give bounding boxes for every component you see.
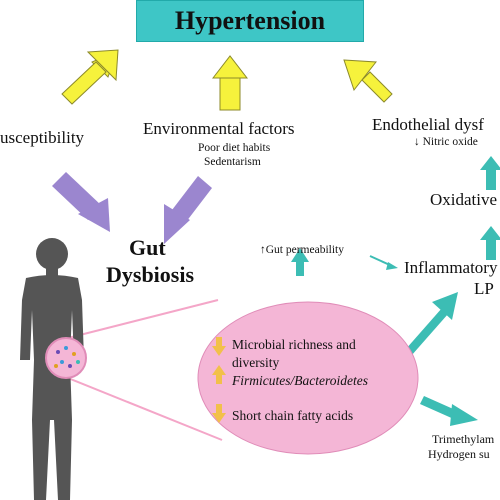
susceptibility-label: usceptibility (0, 128, 85, 147)
gut-bacteria-dots (54, 346, 80, 368)
teal-arrow-up-gut-permeability (291, 248, 309, 276)
human-silhouette (20, 238, 84, 500)
short-chain-fatty-acids: Short chain fatty acids (232, 408, 354, 423)
metabolite-1: Trimethylam (432, 432, 495, 446)
environmental-factors-heading: Environmental factors (143, 119, 295, 138)
down-arrow-icon: ↓ (414, 136, 423, 148)
yellow-arrow-left-body (61, 49, 119, 105)
environmental-item-1: Poor diet habits (198, 142, 271, 154)
down-arrow-scfa (212, 404, 226, 423)
inflammatory-label: Inflammatory (404, 258, 498, 277)
teal-arrow-permeability-to-inflammatory (369, 255, 398, 270)
connector-bottom (67, 377, 223, 441)
firmicutes-bacteroidetes: Firmicutes/Bacteroidetes (232, 373, 368, 388)
yellow-arrow-right (343, 59, 393, 103)
metabolite-2: Hydrogen su (428, 447, 490, 461)
yellow-arrow-center (211, 55, 249, 111)
purple-arrow-right (164, 176, 212, 244)
lps-label: LP (474, 279, 494, 298)
teal-arrow-up-to-endothelial (480, 156, 500, 190)
up-arrow-firmicutes (212, 365, 226, 384)
purple-arrow-left (52, 172, 110, 232)
up-arrow-icon: ↑ (260, 244, 266, 256)
gut-magnifier (45, 337, 87, 379)
microbiota-ellipse (197, 301, 419, 455)
microbial-richness-line1: Microbial richness and (232, 337, 356, 352)
hypertension-title: Hypertension (174, 6, 326, 35)
oxidative-label: Oxidative (430, 190, 498, 209)
microbial-richness-line2: diversity (232, 355, 280, 370)
dysbiosis-label: Dysbiosis (106, 262, 195, 287)
nitric-oxide-text: Nitric oxide (422, 136, 478, 148)
endothelial-heading: Endothelial dysf (372, 115, 484, 134)
teal-arrow-up-to-oxidative (480, 226, 500, 260)
gut-label: Gut (129, 235, 166, 260)
down-arrow-microbial (212, 337, 226, 356)
nitric-oxide-label: ↓ Nitric oxide (414, 136, 478, 148)
gut-permeability-label: ↑Gut permeability (260, 244, 344, 256)
connector-top (67, 299, 219, 339)
gut-permeability-text: Gut permeability (265, 244, 344, 256)
environmental-item-2: Sedentarism (204, 156, 261, 168)
hypertension-box: Hypertension (136, 0, 364, 42)
teal-arrow-ellipse-to-metabolites (420, 396, 478, 426)
